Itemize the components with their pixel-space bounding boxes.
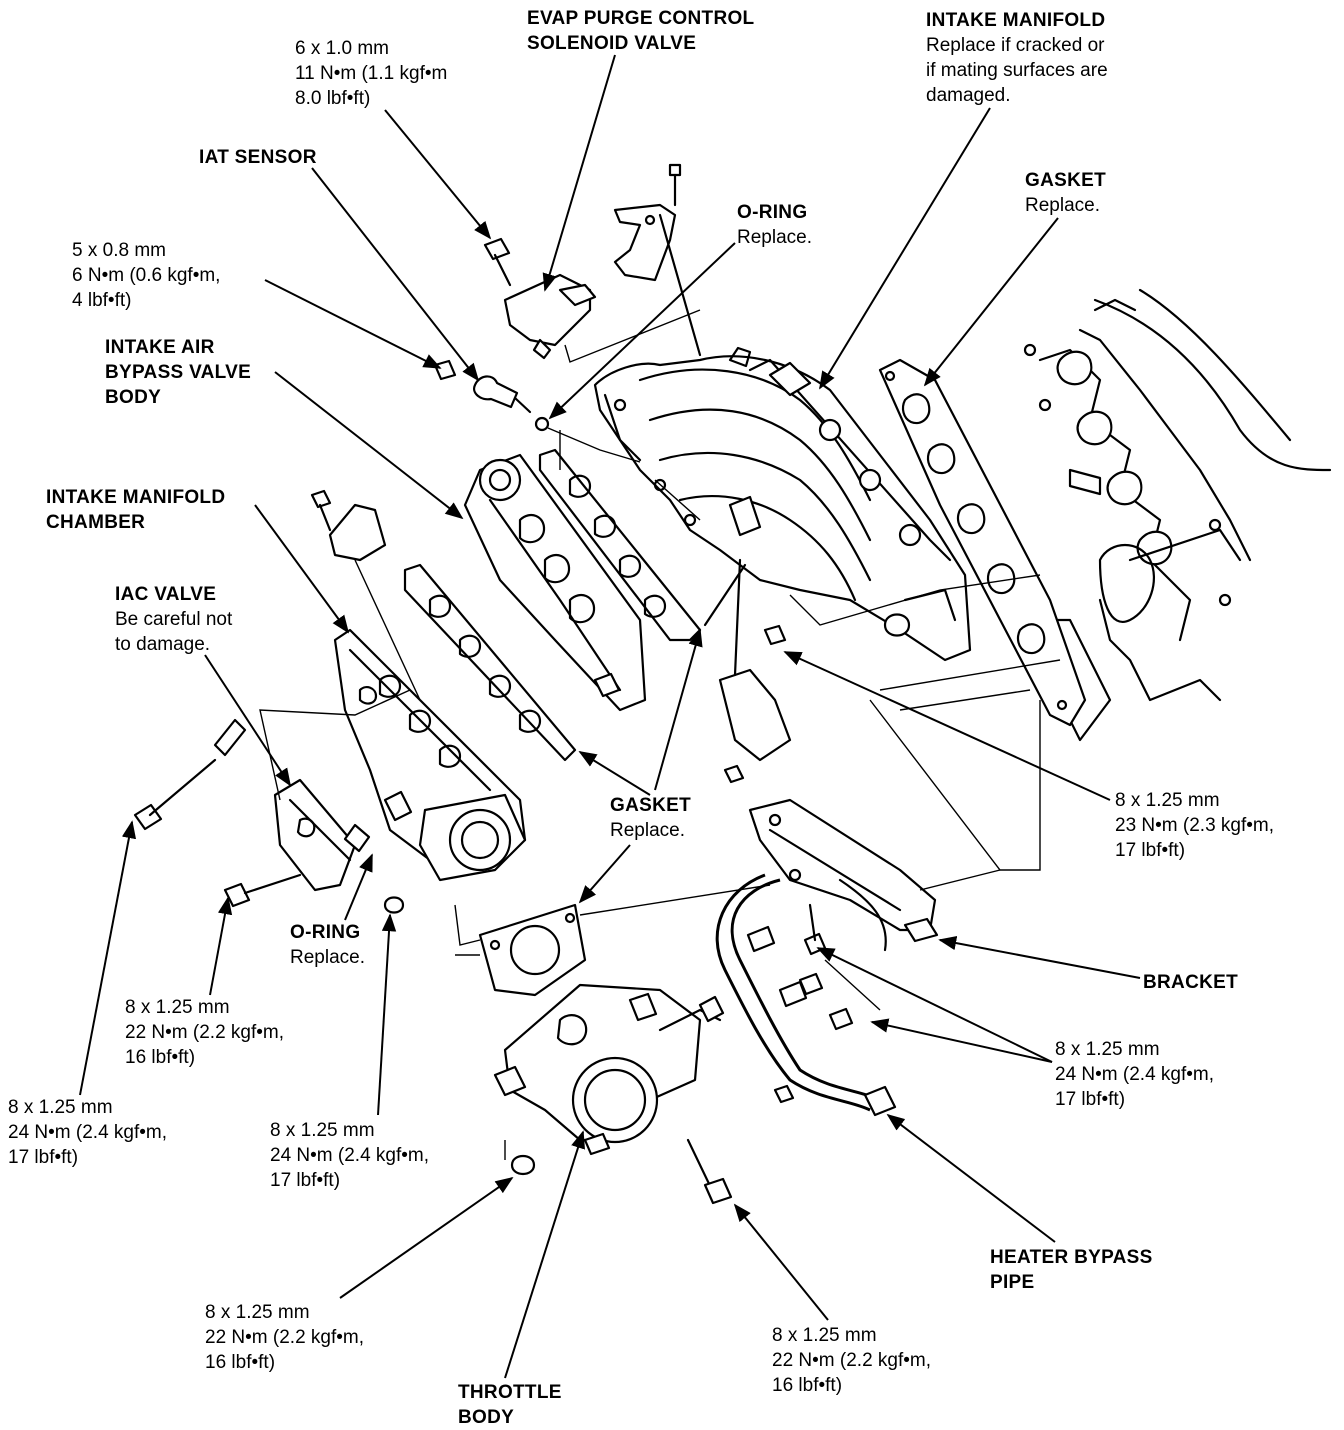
label-title-line: BYPASS VALVE bbox=[105, 362, 252, 383]
throttle-body-part bbox=[493, 983, 725, 1160]
label-note-line: 17 lbf•ft) bbox=[270, 1170, 341, 1191]
label-heater-bypass-pipe: HEATER BYPASS PIPE bbox=[990, 1245, 1153, 1295]
label-gasket-top: GASKET Replace. bbox=[1025, 168, 1106, 218]
label-note-line: Replace. bbox=[290, 947, 365, 968]
leader-lines bbox=[79, 54, 1141, 1379]
label-intake-manifold-chamber: INTAKE MANIFOLD CHAMBER bbox=[46, 485, 225, 535]
label-note-line: 6 N•m (0.6 kgf•m, bbox=[72, 265, 221, 286]
label-title-line: IAC VALVE bbox=[115, 584, 217, 605]
label-note-line: 6 x 1.0 mm bbox=[295, 38, 389, 59]
label-o-ring-middle: O-RING Replace. bbox=[290, 920, 365, 970]
label-note-line: 8 x 1.25 mm bbox=[8, 1097, 113, 1118]
label-note-line: Replace. bbox=[737, 227, 812, 248]
label-note-line: if mating surfaces are bbox=[926, 60, 1108, 81]
label-note-line: 17 lbf•ft) bbox=[8, 1147, 79, 1168]
label-note-line: 8 x 1.25 mm bbox=[205, 1302, 310, 1323]
label-title-line: SOLENOID VALVE bbox=[527, 33, 697, 54]
label-bolt-24nm-center: 8 x 1.25 mm 24 N•m (2.4 kgf•m, 17 lbf•ft) bbox=[270, 1118, 429, 1193]
label-note-line: 5 x 0.8 mm bbox=[72, 240, 166, 261]
heater-bracket-part bbox=[718, 558, 939, 952]
chamber-bracket-part bbox=[310, 489, 421, 701]
label-note-line: Replace. bbox=[610, 820, 685, 841]
label-note-line: 22 N•m (2.2 kgf•m, bbox=[205, 1327, 365, 1348]
label-title-line: INTAKE MANIFOLD bbox=[926, 10, 1106, 31]
label-note-line: 4 lbf•ft) bbox=[72, 290, 132, 311]
engine-cylinder-head bbox=[1023, 288, 1332, 742]
label-note-line: to damage. bbox=[115, 634, 211, 655]
label-title-line: EVAP PURGE CONTROL bbox=[527, 8, 755, 29]
assembly-lines bbox=[455, 430, 1061, 1011]
label-title-line: O-RING bbox=[737, 202, 808, 223]
manifold-gasket-right bbox=[878, 358, 1087, 727]
bypass-valve-body-part bbox=[463, 453, 647, 712]
iac-valve-part bbox=[259, 689, 411, 892]
label-note-line: 22 N•m (2.2 kgf•m, bbox=[125, 1022, 285, 1043]
label-title-line: GASKET bbox=[1025, 170, 1106, 191]
label-note-line: Be careful not bbox=[115, 609, 233, 630]
label-bolt-22nm-bottom-left: 8 x 1.25 mm 22 N•m (2.2 kgf•m, 16 lbf•ft) bbox=[205, 1300, 364, 1375]
label-title-line: BODY bbox=[458, 1407, 515, 1428]
label-note-line: 8 x 1.25 mm bbox=[1115, 790, 1220, 811]
label-iac-valve: IAC VALVE Be careful not to damage. bbox=[115, 582, 232, 657]
label-title-line: PIPE bbox=[990, 1272, 1035, 1293]
label-bolt-22nm-bottom-right: 8 x 1.25 mm 22 N•m (2.2 kgf•m, 16 lbf•ft) bbox=[772, 1323, 931, 1398]
label-title-line: INTAKE AIR bbox=[105, 337, 215, 358]
label-note-line: 8.0 lbf•ft) bbox=[295, 88, 371, 109]
upper-bracket bbox=[613, 163, 702, 357]
label-title-line: THROTTLE bbox=[458, 1382, 562, 1403]
throttle-gasket-part bbox=[454, 903, 587, 997]
label-note-line: Replace. bbox=[1025, 195, 1100, 216]
label-note-line: 8 x 1.25 mm bbox=[1055, 1039, 1160, 1060]
label-note-line: 16 lbf•ft) bbox=[205, 1352, 276, 1373]
label-note-line: damaged. bbox=[926, 85, 1011, 106]
label-note-line: 24 N•m (2.4 kgf•m, bbox=[1055, 1064, 1215, 1085]
label-title-line: IAT SENSOR bbox=[199, 147, 317, 168]
label-note-line: 11 N•m (1.1 kgf•m bbox=[295, 63, 448, 84]
evap-solenoid-part bbox=[483, 237, 701, 363]
label-note-line: 8 x 1.25 mm bbox=[125, 997, 230, 1018]
label-bolt-24nm-far-left: 8 x 1.25 mm 24 N•m (2.4 kgf•m, 17 lbf•ft) bbox=[8, 1095, 167, 1170]
label-title-line: INTAKE MANIFOLD bbox=[46, 487, 226, 508]
label-note-line: 8 x 1.25 mm bbox=[270, 1120, 375, 1141]
label-o-ring-top: O-RING Replace. bbox=[737, 200, 812, 250]
label-note-line: Replace if cracked or bbox=[926, 35, 1105, 56]
label-bolt-22nm-left: 8 x 1.25 mm 22 N•m (2.2 kgf•m, 16 lbf•ft) bbox=[125, 995, 284, 1070]
label-bolt-23nm: 8 x 1.25 mm 23 N•m (2.3 kgf•m, 17 lbf•ft) bbox=[1115, 788, 1274, 863]
label-title-line: BRACKET bbox=[1143, 972, 1238, 993]
heater-bypass-pipe-part bbox=[715, 873, 897, 1117]
label-iat-sensor: IAT SENSOR bbox=[199, 145, 317, 170]
label-title-line: O-RING bbox=[290, 922, 361, 943]
label-bolt-5x0-8: 5 x 0.8 mm 6 N•m (0.6 kgf•m, 4 lbf•ft) bbox=[72, 238, 220, 313]
intake-manifold-chamber-part bbox=[333, 628, 527, 882]
label-note-line: 22 N•m (2.2 kgf•m, bbox=[772, 1350, 932, 1371]
label-note-line: 17 lbf•ft) bbox=[1055, 1089, 1126, 1110]
label-title-line: BODY bbox=[105, 387, 162, 408]
label-evap-purge-solenoid: EVAP PURGE CONTROL SOLENOID VALVE bbox=[527, 6, 754, 56]
label-intake-air-bypass-valve-body: INTAKE AIR BYPASS VALVE BODY bbox=[105, 335, 251, 410]
label-note-line: 17 lbf•ft) bbox=[1115, 840, 1186, 861]
chamber-gasket-part bbox=[403, 563, 577, 762]
bolts-bottom bbox=[510, 1138, 733, 1205]
intake-manifold bbox=[593, 346, 972, 662]
label-note-line: 24 N•m (2.4 kgf•m, bbox=[8, 1122, 168, 1143]
label-note-line: 23 N•m (2.3 kgf•m, bbox=[1115, 815, 1275, 836]
label-throttle-body: THROTTLE BODY bbox=[458, 1380, 562, 1430]
label-note-line: 24 N•m (2.4 kgf•m, bbox=[270, 1145, 430, 1166]
label-bracket: BRACKET bbox=[1143, 970, 1238, 995]
label-gasket-middle: GASKET Replace. bbox=[610, 793, 691, 843]
label-note-line: 8 x 1.25 mm bbox=[772, 1325, 877, 1346]
label-note-line: 16 lbf•ft) bbox=[125, 1047, 196, 1068]
label-title-line: HEATER BYPASS bbox=[990, 1247, 1153, 1268]
label-bolt-6x1-0: 6 x 1.0 mm 11 N•m (1.1 kgf•m 8.0 lbf•ft) bbox=[295, 36, 447, 111]
label-title-line: GASKET bbox=[610, 795, 691, 816]
label-intake-manifold: INTAKE MANIFOLD Replace if cracked or if m… bbox=[926, 8, 1108, 108]
label-note-line: 16 lbf•ft) bbox=[772, 1375, 843, 1396]
label-title-line: CHAMBER bbox=[46, 512, 146, 533]
label-bolt-24nm-right: 8 x 1.25 mm 24 N•m (2.4 kgf•m, 17 lbf•ft) bbox=[1055, 1037, 1214, 1112]
